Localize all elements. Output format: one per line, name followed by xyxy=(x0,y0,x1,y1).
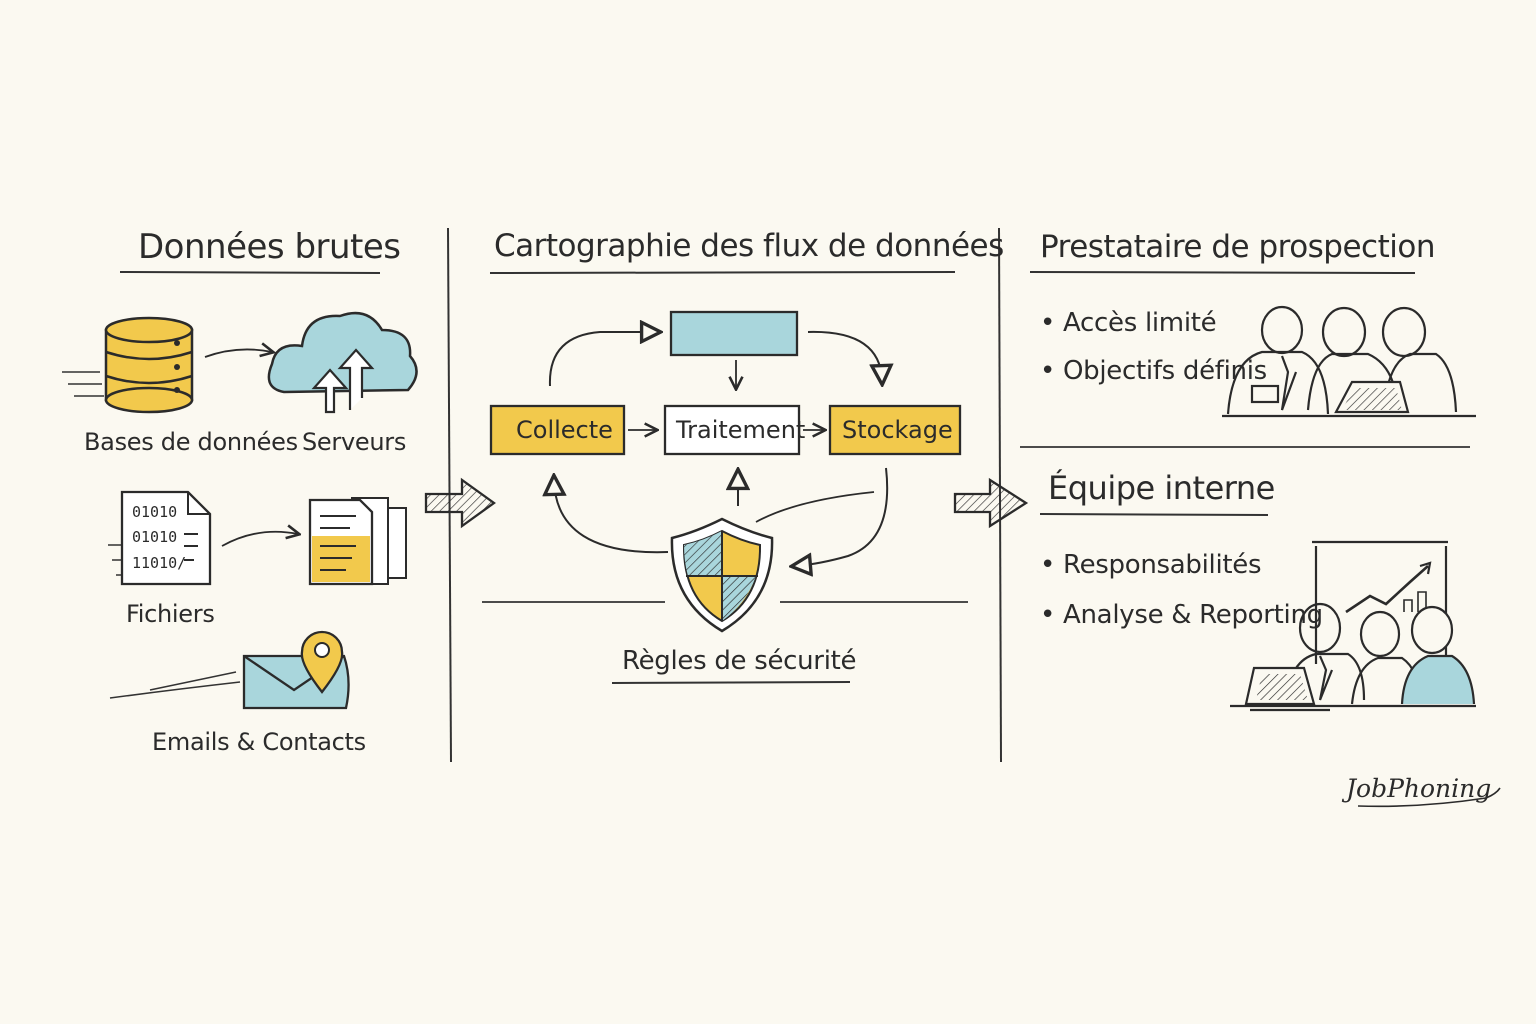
internal-title: Équipe interne xyxy=(1048,469,1275,507)
underline-internal xyxy=(1039,513,1269,516)
bullet-dot: • xyxy=(1040,600,1056,630)
collecte-box xyxy=(489,404,626,456)
top-process-box xyxy=(669,310,799,357)
underline-security xyxy=(611,681,851,684)
brand-signature: JobPhoning xyxy=(1346,774,1492,803)
big-arrow-left xyxy=(424,477,496,529)
collecte-label: Collecte xyxy=(516,416,613,444)
binary-line-3: 11010/ xyxy=(132,554,187,572)
big-arrow-right xyxy=(953,477,1029,529)
cloud-upload-icon xyxy=(267,311,418,414)
arrow-files-to-documents xyxy=(221,532,298,547)
signature-underline xyxy=(1357,787,1501,808)
traitement-box xyxy=(663,404,801,456)
shield-icon xyxy=(670,517,774,633)
binary-line-1: 01010 xyxy=(132,503,178,521)
bullet-dot: • xyxy=(1040,308,1056,338)
provider-bullet-2-text: Objectifs définis xyxy=(1063,356,1267,386)
team-meeting-icon xyxy=(1222,305,1476,418)
security-label: Règles de sécurité xyxy=(622,646,857,676)
emails-label: Emails & Contacts xyxy=(152,728,366,756)
bullet-dot: • xyxy=(1040,550,1056,580)
team-presentation-icon xyxy=(1230,540,1476,712)
internal-bullet-2-text: Analyse & Reporting xyxy=(1063,600,1323,630)
database-icon xyxy=(62,316,194,414)
arrow-shield-to-collecte xyxy=(554,480,669,554)
flow-title: Cartographie des flux de données xyxy=(494,228,1004,264)
internal-bullet-2: • Analyse & Reporting xyxy=(1040,602,1323,628)
documents-icon xyxy=(308,497,407,586)
provider-bullet-1-text: Accès limité xyxy=(1063,308,1217,338)
stockage-box xyxy=(828,404,962,456)
servers-label: Serveurs xyxy=(302,428,407,456)
provider-bullet-2: • Objectifs définis xyxy=(1040,358,1267,384)
arrow-top-to-stockage xyxy=(807,330,882,380)
arrow-collecte-to-top xyxy=(548,332,656,387)
raw-data-title: Données brutes xyxy=(138,227,401,267)
binary-line-2: 01010 xyxy=(132,528,178,546)
binary-file-icon xyxy=(108,490,212,586)
underline-flow xyxy=(489,271,956,274)
internal-bullet-1: • Responsabilités xyxy=(1040,550,1262,580)
provider-bullet-1: • Accès limité xyxy=(1040,308,1217,338)
files-label: Fichiers xyxy=(126,600,215,628)
provider-title: Prestataire de prospection xyxy=(1040,229,1435,265)
arrow-db-to-servers xyxy=(204,349,272,358)
databases-label: Bases de données xyxy=(84,428,298,456)
internal-bullet-1-text: Responsabilités xyxy=(1063,550,1262,580)
traitement-label: Traitement xyxy=(676,416,806,444)
underline-provider xyxy=(1029,271,1416,274)
bullet-dot: • xyxy=(1040,356,1056,386)
underline-raw-data xyxy=(119,271,381,274)
stockage-label: Stockage xyxy=(842,416,953,444)
arrow-shield-loop xyxy=(755,491,875,523)
arrow-stockage-to-shield xyxy=(796,467,889,566)
envelope-location-icon xyxy=(109,630,350,710)
